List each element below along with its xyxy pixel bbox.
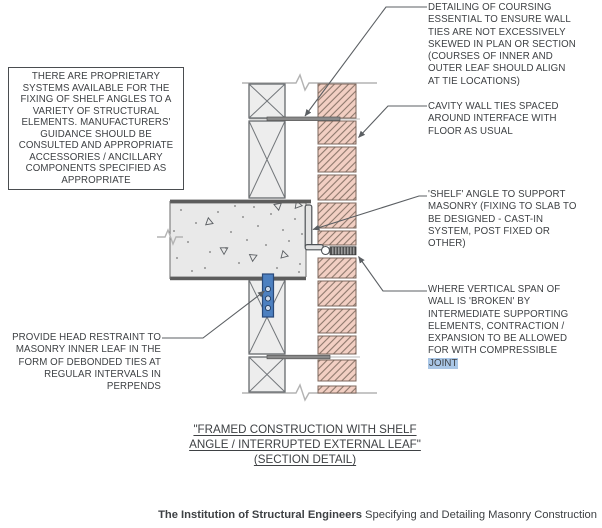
brick-course	[317, 257, 357, 279]
brick-course	[317, 335, 357, 355]
aggregate-dot	[234, 205, 236, 207]
callout-shelf-angle: 'SHELF' ANGLE TO SUPPORT MASONRY (FIXING…	[428, 189, 577, 250]
brick-course	[317, 385, 357, 394]
leader-head-restraint	[162, 290, 265, 339]
block-hatch-line	[248, 83, 286, 119]
compressible-joint	[329, 246, 357, 256]
aggregate-dot	[238, 262, 240, 264]
block-hatch-line	[248, 356, 286, 393]
callout-coursing-detailing: DETAILING OF COURSING ESSENTIAL TO ENSUR…	[428, 2, 576, 87]
outer-leaf-brickwork	[317, 83, 357, 394]
aggregate-dot	[288, 240, 290, 242]
tie-hole	[264, 304, 272, 312]
drawing-title-line2: ANGLE / INTERRUPTED EXTERNAL LEAF"	[189, 438, 421, 452]
top-break-line	[242, 73, 377, 92]
aggregate-dot	[204, 267, 206, 269]
debonded-head-restraint-tie	[261, 273, 275, 318]
aggregate-dot	[176, 257, 178, 259]
brick-course	[317, 280, 357, 307]
aggregate-triangle	[280, 249, 290, 259]
brick-course	[317, 230, 357, 246]
aggregate-dot	[276, 267, 278, 269]
footer-publisher: The Institution of Structural Engineers	[158, 509, 362, 521]
aggregate-dot	[230, 231, 232, 233]
leader-cavity-ties	[358, 105, 427, 138]
proprietary-systems-note: THERE ARE PROPRIETARY SYSTEMS AVAILABLE …	[8, 67, 184, 190]
aggregate-dot	[242, 216, 244, 218]
block-hatch-line	[248, 120, 286, 199]
cavity-wall-tie	[266, 354, 331, 360]
aggregate-dot	[265, 244, 267, 246]
aggregate-dot	[270, 213, 272, 215]
angle-fixing-bolt	[320, 245, 331, 256]
aggregate-dot	[209, 251, 211, 253]
leader-compressible-joint	[358, 256, 427, 292]
aggregate-dot	[253, 206, 255, 208]
drawing-title: "FRAMED CONSTRUCTION WITH SHELF ANGLE / …	[140, 422, 470, 468]
aggregate-dot	[299, 263, 301, 265]
drawing-title-line1: "FRAMED CONSTRUCTION WITH SHELF	[193, 423, 417, 436]
aggregate-dot	[191, 270, 193, 272]
brick-course	[317, 359, 357, 382]
slab-body	[170, 201, 306, 279]
footer-publication-title: Specifying and Detailing Masonry Constru…	[365, 509, 597, 521]
aggregate-triangle	[273, 202, 282, 212]
cavity-wall-tie	[266, 116, 341, 121]
aggregate-dot	[282, 229, 284, 231]
concrete-slab	[157, 199, 311, 281]
aggregate-dot	[195, 222, 197, 224]
aggregate-dot	[298, 271, 300, 273]
callout-head-restraint: PROVIDE HEAD RESTRAINT TO MASONRY INNER …	[12, 332, 161, 393]
tie-hole	[264, 285, 272, 293]
aggregate-dot	[246, 239, 248, 241]
brick-course	[317, 120, 357, 145]
leader-shelf-angle	[312, 195, 427, 231]
aggregate-dot	[257, 225, 259, 227]
aggregate-dot	[173, 230, 175, 232]
shelf-angle-horizontal-leg	[304, 244, 324, 251]
brick-course	[317, 146, 357, 173]
slab-bottom-edge	[170, 276, 306, 281]
aggregate-dot	[187, 241, 189, 243]
drawing-title-line3: (SECTION DETAIL)	[253, 453, 357, 467]
shelf-angle-vertical-leg	[304, 204, 313, 249]
brick-course	[317, 83, 357, 119]
slab-break-symbol	[157, 228, 183, 246]
callout-compressible-joint: WHERE VERTICAL SPAN OF WALL IS 'BROKEN' …	[428, 284, 600, 370]
aggregate-triangle	[219, 247, 229, 256]
slab-top-edge	[170, 199, 311, 204]
aggregate-dot	[217, 211, 219, 213]
tie-hole	[264, 295, 272, 302]
brick-course	[317, 174, 357, 201]
brick-course	[317, 308, 357, 334]
leader-coursing	[304, 6, 427, 117]
callout-compressible-joint-text: WHERE VERTICAL SPAN OF WALL IS 'BROKEN' …	[428, 284, 569, 357]
document-footer: The Institution of Structural Engineers …	[158, 509, 597, 521]
aggregate-dot	[301, 233, 303, 235]
callout-cavity-wall-ties: CAVITY WALL TIES SPACED AROUND INTERFACE…	[428, 101, 559, 137]
aggregate-triangle	[205, 216, 214, 226]
shelf-angle	[304, 204, 324, 251]
aggregate-dot	[294, 218, 296, 220]
highlighted-word-joint: JOINT	[428, 357, 459, 369]
brick-course	[317, 202, 357, 229]
aggregate-dot	[180, 209, 182, 211]
aggregate-triangle	[248, 253, 258, 263]
